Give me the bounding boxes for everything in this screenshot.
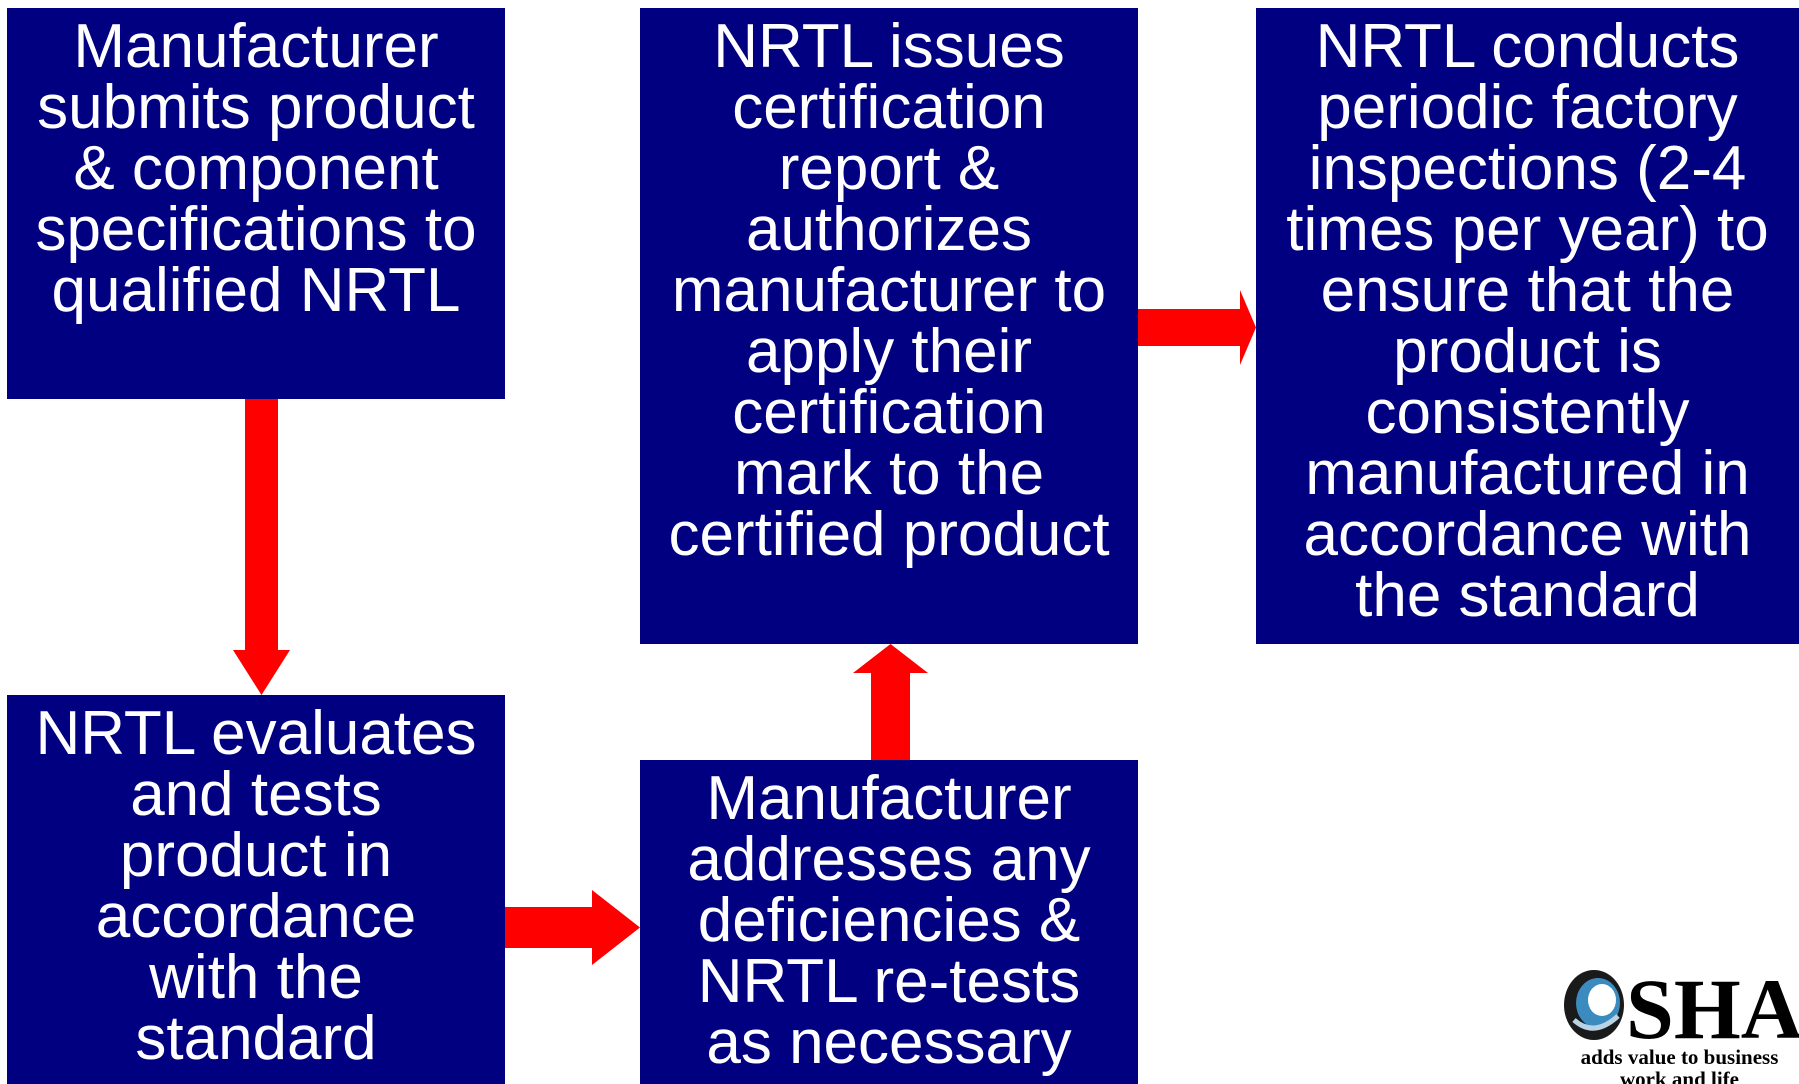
arrow-right-top [1138, 290, 1256, 365]
svg-text:SHA: SHA [1626, 961, 1799, 1046]
arrow-up [853, 644, 928, 760]
step-issue-certification: NRTL issues certification report & autho… [640, 8, 1138, 644]
step-submit-specifications: Manufacturer submits product & component… [7, 8, 505, 399]
step-evaluate-and-test: NRTL evaluates and tests product in acco… [7, 695, 505, 1084]
step-factory-inspections: NRTL conducts periodic factory inspectio… [1256, 8, 1799, 644]
arrow-down [233, 399, 290, 695]
osha-tagline: adds value to business work and life [1580, 1045, 1779, 1084]
osha-logo: SHA adds value to business work and life [1560, 960, 1799, 1084]
step-address-deficiencies: Manufacturer addresses any deficiencies … [640, 760, 1138, 1084]
osha-wordmark-graphic: SHA [1564, 961, 1799, 1046]
arrow-right-bottom [505, 890, 640, 965]
